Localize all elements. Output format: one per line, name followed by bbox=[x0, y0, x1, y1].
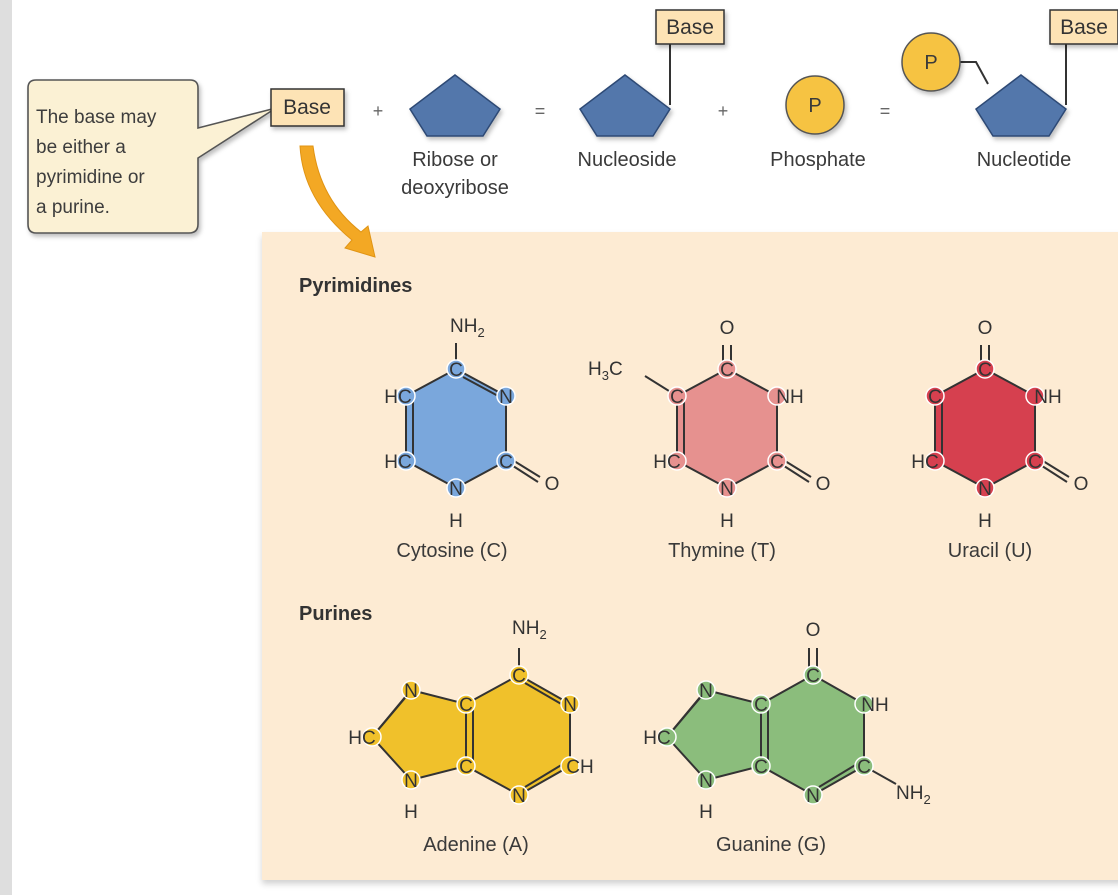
atom-label: C bbox=[449, 360, 463, 381]
plus-sign-1: + bbox=[373, 101, 384, 121]
atom-label: C bbox=[720, 360, 734, 381]
sugar-label-line-2: deoxyribose bbox=[401, 177, 509, 199]
callout-line-4: a purine. bbox=[36, 197, 110, 218]
base-box-label: Base bbox=[283, 96, 331, 119]
atom-label: NH bbox=[1034, 387, 1061, 408]
cytosine-structure: NH2 C N C N HC HC O H bbox=[384, 316, 559, 532]
uracil-structure: O C NH C N C HC O H bbox=[911, 318, 1088, 532]
equals-sign-1: = bbox=[535, 101, 546, 121]
atom-label: N bbox=[404, 771, 418, 792]
atom-label: O bbox=[545, 474, 560, 495]
atom-label: HC bbox=[384, 452, 411, 473]
callout-line-3: pyrimidine or bbox=[36, 167, 145, 188]
sugar-label-line-1: Ribose or bbox=[412, 149, 498, 171]
callout-line-2: be either a bbox=[36, 137, 126, 158]
equals-sign-2: = bbox=[880, 101, 891, 121]
atom-label: O bbox=[720, 318, 735, 339]
nucleotide-icon: Base P bbox=[901, 9, 1118, 137]
atom-label: C bbox=[512, 666, 526, 687]
atom-label: O bbox=[816, 474, 831, 495]
atom-label: H bbox=[449, 511, 463, 532]
adenine-structure: NH2 N C C N HC C N CH N H bbox=[348, 618, 593, 823]
atom-label: N bbox=[563, 695, 577, 716]
nucleotide-base-label: Base bbox=[1060, 16, 1108, 39]
pointer-arrow bbox=[299, 145, 376, 258]
atom-label: C bbox=[770, 452, 784, 473]
sugar-pentagon bbox=[408, 74, 502, 137]
atom-label: C bbox=[857, 757, 871, 778]
atom-label: HC bbox=[384, 387, 411, 408]
plus-sign-2: + bbox=[718, 101, 729, 121]
atom-label: C bbox=[978, 360, 992, 381]
atom-label: C bbox=[928, 387, 942, 408]
atom-label: C bbox=[499, 452, 513, 473]
atom-label: N bbox=[806, 786, 820, 807]
atom-label: N bbox=[499, 387, 513, 408]
purines-header: Purines bbox=[299, 603, 372, 625]
left-margin-rule bbox=[0, 0, 12, 895]
nucleotide-label: Nucleotide bbox=[977, 149, 1072, 171]
thymine-structure: O H3C C NH C N C HC O H bbox=[588, 318, 830, 532]
atom-label: C bbox=[670, 387, 684, 408]
atom-label: HC bbox=[911, 452, 938, 473]
callout-line-1: The base may bbox=[36, 107, 157, 128]
nucleoside-base-label: Base bbox=[666, 16, 714, 39]
nucleoside-icon: Base bbox=[578, 9, 725, 137]
base-box: Base bbox=[270, 88, 345, 127]
cytosine-label: Cytosine (C) bbox=[396, 540, 507, 562]
thymine-label: Thymine (T) bbox=[668, 540, 776, 562]
atom-label: N bbox=[512, 786, 526, 807]
pyrimidines-header: Pyrimidines bbox=[299, 275, 412, 297]
nucleotide-phosphate-symbol: P bbox=[924, 52, 937, 74]
atom-label: C bbox=[754, 757, 768, 778]
callout-bubble: The base may be either a pyrimidine or a… bbox=[27, 79, 277, 234]
atom-label: O bbox=[1074, 474, 1089, 495]
atom-label: C bbox=[1028, 452, 1042, 473]
atom-nh2-label: NH2 bbox=[512, 618, 547, 642]
atom-h3c-label: H3C bbox=[588, 359, 623, 383]
phosphate-circle: P bbox=[785, 75, 845, 135]
atom-label: N bbox=[978, 479, 992, 500]
atom-label: HC bbox=[653, 452, 680, 473]
atom-label: O bbox=[806, 620, 821, 641]
adenine-label: Adenine (A) bbox=[423, 834, 529, 856]
atom-label: N bbox=[699, 681, 713, 702]
atom-label: HC bbox=[348, 728, 375, 749]
atom-label: O bbox=[978, 318, 993, 339]
atom-label: NH bbox=[861, 695, 888, 716]
guanine-structure: O N C C N HC C NH C N H NH2 bbox=[643, 620, 930, 823]
atom-label: N bbox=[449, 479, 463, 500]
atom-label: H bbox=[404, 802, 418, 823]
atom-label: N bbox=[699, 771, 713, 792]
atom-nh2-label: NH2 bbox=[896, 783, 931, 807]
atom-label: HC bbox=[643, 728, 670, 749]
phosphate-label: Phosphate bbox=[770, 149, 866, 171]
uracil-label: Uracil (U) bbox=[948, 540, 1032, 562]
atom-label: C bbox=[459, 757, 473, 778]
atom-label: H bbox=[699, 802, 713, 823]
atom-nh2-label: NH2 bbox=[450, 316, 485, 340]
atom-label: NH bbox=[776, 387, 803, 408]
guanine-label: Guanine (G) bbox=[716, 834, 826, 856]
atom-label: C bbox=[754, 695, 768, 716]
atom-label: C bbox=[806, 666, 820, 687]
atom-label: N bbox=[404, 681, 418, 702]
atom-label: N bbox=[720, 479, 734, 500]
atom-label: H bbox=[978, 511, 992, 532]
atom-label: CH bbox=[566, 757, 593, 778]
phosphate-symbol: P bbox=[808, 95, 821, 117]
atom-label: C bbox=[459, 695, 473, 716]
nucleoside-label: Nucleoside bbox=[578, 149, 677, 171]
atom-label: H bbox=[720, 511, 734, 532]
